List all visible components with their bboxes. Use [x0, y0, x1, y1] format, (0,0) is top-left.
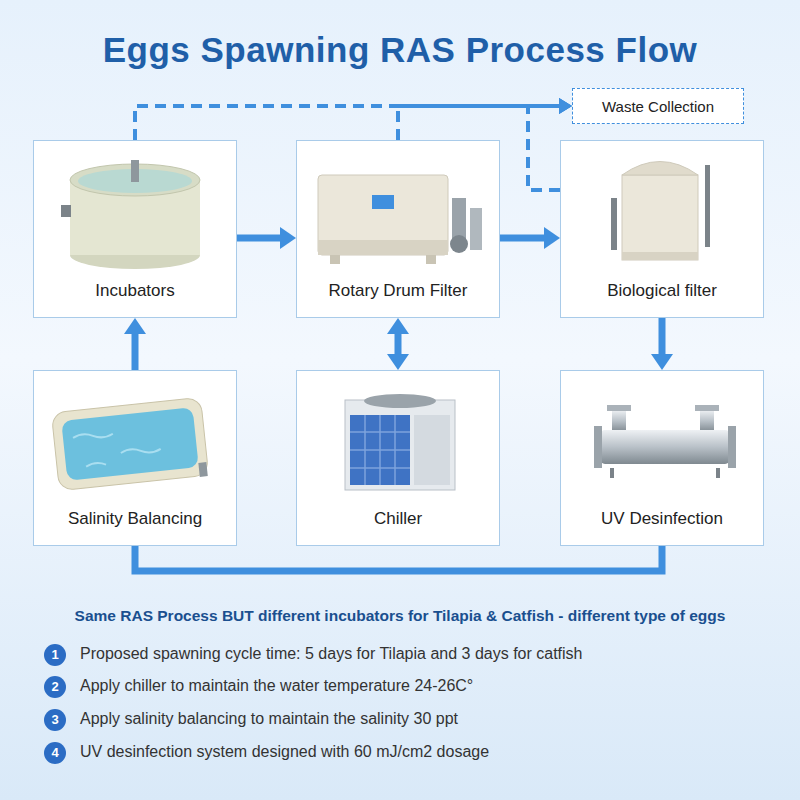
- flow-arrow: [124, 318, 146, 370]
- connector-line: [135, 106, 561, 140]
- node-label: Waste Collection: [602, 98, 714, 115]
- callout-number: 3: [44, 709, 66, 731]
- arrow-head: [559, 98, 572, 114]
- pool-water: [61, 407, 199, 480]
- process-box: Salinity Balancing: [33, 370, 237, 546]
- node-label: Incubators: [95, 281, 174, 301]
- arrow-head: [559, 98, 572, 114]
- uv-flange: [695, 405, 719, 411]
- callout-number: 1: [44, 644, 66, 666]
- arrow-head: [280, 227, 296, 249]
- uv-endcap: [594, 426, 602, 468]
- chiller-fan: [364, 394, 436, 408]
- waste-box: Waste Collection: [572, 88, 744, 124]
- filter-base: [318, 240, 448, 255]
- process-box: Rotary Drum Filter: [296, 140, 500, 318]
- chiller-case: [345, 400, 455, 490]
- node-label: UV Desinfection: [601, 509, 723, 529]
- tank-rim: [70, 164, 200, 196]
- caption-text: Same RAS Process BUT different incubator…: [0, 607, 800, 625]
- salinity-pool: [51, 397, 208, 491]
- flow-arrow: [651, 318, 673, 370]
- arrow-head: [651, 354, 673, 370]
- note-text: Apply chiller to maintain the water temp…: [80, 677, 473, 695]
- connector-line: [500, 234, 546, 241]
- bio-filter-tank: [611, 162, 710, 261]
- tank-body: [70, 180, 200, 255]
- process-box: UV Desinfection: [560, 370, 764, 546]
- drum-filter: [318, 175, 482, 264]
- pool-rim: [51, 397, 208, 490]
- connector-line: [398, 106, 561, 140]
- uv-chamber: [600, 430, 730, 464]
- note-text: Proposed spawning cycle time: 5 days for…: [80, 645, 582, 663]
- bio-base: [622, 252, 698, 260]
- process-box: Incubators: [33, 140, 237, 318]
- connector-line: [528, 106, 561, 190]
- callout-number: 4: [44, 742, 66, 764]
- arrow-head: [559, 98, 572, 114]
- filter-panel: [372, 195, 394, 209]
- uv-endcap: [728, 426, 736, 468]
- bio-pipe: [705, 165, 710, 247]
- process-box: Chiller: [296, 370, 500, 546]
- chiller-unit: [345, 394, 455, 490]
- filter-foot: [426, 255, 436, 264]
- bio-pipe: [611, 198, 617, 250]
- bio-cone: [622, 162, 698, 176]
- uv-unit: [594, 405, 736, 478]
- node-label: Rotary Drum Filter: [329, 281, 468, 301]
- uv-flange: [607, 405, 631, 411]
- waste-connector: [398, 98, 572, 140]
- flow-arrow: [387, 318, 409, 370]
- flow-arrow: [500, 227, 560, 249]
- pool-ripple: [73, 426, 162, 467]
- filter-housing: [318, 175, 448, 255]
- pool-drain: [198, 462, 207, 477]
- node-label: Chiller: [374, 509, 422, 529]
- chiller-side: [414, 415, 450, 485]
- tank-valve: [61, 205, 71, 217]
- flow-arrow: [237, 227, 296, 249]
- incubator-tank: [61, 160, 200, 269]
- arrow-head: [387, 354, 409, 370]
- pump-pipe: [452, 198, 466, 248]
- connector-line: [237, 234, 282, 241]
- node-label: Biological filter: [607, 281, 717, 301]
- note-text: Apply salinity balancing to maintain the…: [80, 710, 458, 728]
- note-text: UV desinfection system designed with 60 …: [80, 743, 489, 761]
- arrow-head: [544, 227, 560, 249]
- uv-port: [700, 410, 714, 432]
- diagram-title: Eggs Spawning RAS Process Flow: [0, 30, 800, 70]
- connector-line: [135, 546, 662, 571]
- chiller-coil: [350, 415, 410, 485]
- filter-foot: [330, 255, 340, 264]
- uv-leg: [612, 468, 718, 478]
- pump-pipe: [470, 208, 482, 250]
- tank-pipe: [131, 160, 139, 182]
- node-label: Salinity Balancing: [68, 509, 202, 529]
- process-box: Biological filter: [560, 140, 764, 318]
- connector-line: [659, 318, 666, 356]
- waste-connector: [135, 98, 572, 140]
- connector-line: [395, 332, 402, 356]
- pump-motor: [450, 235, 468, 253]
- flow-arrow: [135, 546, 662, 571]
- uv-port: [612, 410, 626, 432]
- callout-number: 2: [44, 676, 66, 698]
- arrow-head: [124, 318, 146, 334]
- connector-line: [132, 332, 139, 370]
- bio-body: [622, 175, 698, 260]
- coil-grid: [350, 415, 410, 485]
- tank-base: [70, 241, 200, 269]
- arrow-head: [387, 318, 409, 334]
- tank-water: [78, 169, 192, 193]
